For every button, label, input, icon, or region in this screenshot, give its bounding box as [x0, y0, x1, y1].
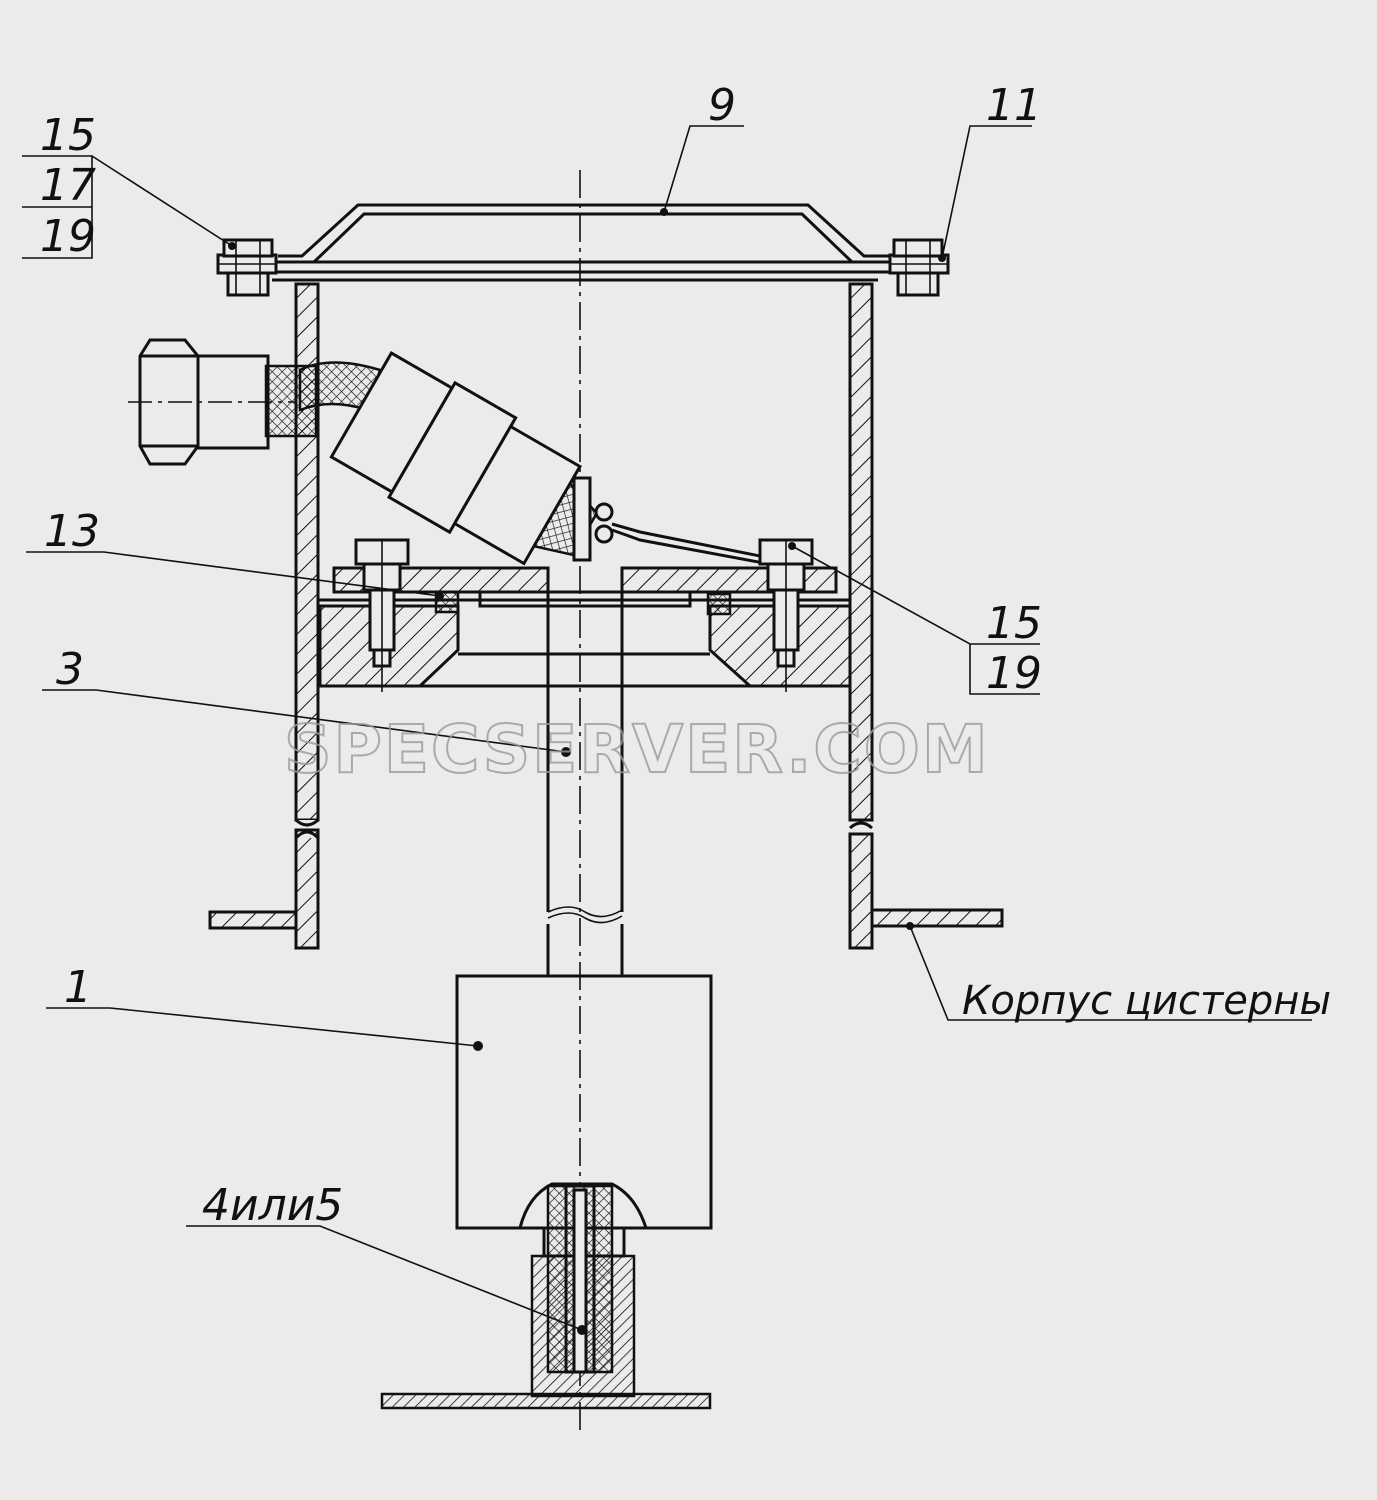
- lower-flange: [318, 604, 852, 688]
- wire-clamp: [572, 476, 781, 568]
- side-connector-nut: [128, 338, 318, 466]
- rod-part-3: [546, 568, 624, 976]
- watermark-text: SPECSERVER.COM: [284, 711, 990, 788]
- marker-dots: [228, 208, 946, 1335]
- label-1: 1: [64, 962, 92, 1013]
- label-9: 9: [708, 80, 736, 131]
- leader-lines: [22, 125, 1312, 1331]
- screw-right: [758, 538, 814, 692]
- tank-body-plate-left: [208, 910, 298, 930]
- label-13: 13: [44, 506, 100, 557]
- cover-part-9: [270, 203, 892, 282]
- label-17: 17: [40, 160, 96, 211]
- bolt-left-15-17-19: [216, 238, 278, 297]
- screw-left: [354, 538, 410, 692]
- label-19-top: 19: [40, 211, 96, 262]
- label-15-right: 15: [986, 598, 1042, 649]
- bottom-bushing-4-5: [380, 1182, 712, 1410]
- label-11: 11: [986, 80, 1042, 131]
- tank-body-plate-right: [870, 908, 1004, 928]
- label-4-or-5: 4или5: [202, 1180, 343, 1231]
- label-tank-body: Корпус цистерны: [962, 978, 1331, 1024]
- label-15-top: 15: [40, 110, 96, 161]
- bolt-right-11: [888, 238, 950, 297]
- callout-labels: 15 17 19 9 11 13 3 15 19 1 4или5 Корпус …: [40, 80, 1331, 1231]
- housing-wall-right: [848, 282, 874, 950]
- label-19-right: 19: [986, 648, 1042, 699]
- label-3: 3: [56, 644, 84, 695]
